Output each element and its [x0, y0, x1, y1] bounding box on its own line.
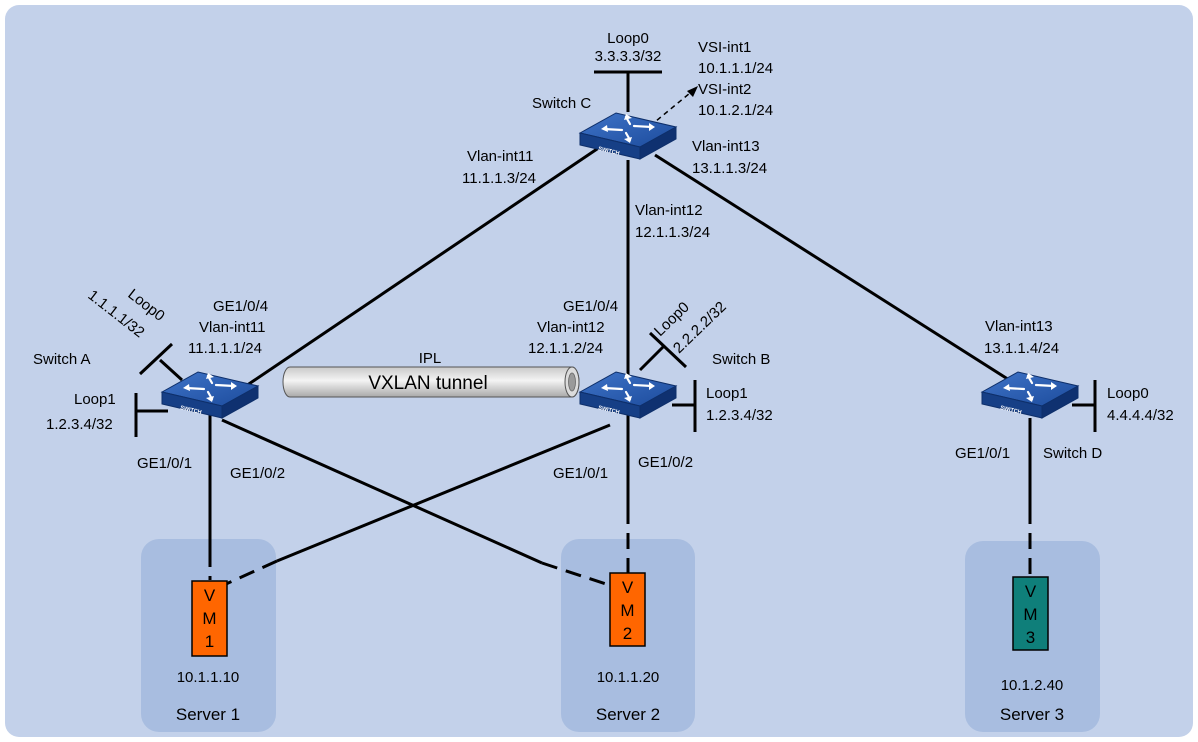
server-2-name: Server 2: [596, 705, 660, 724]
switch-d-loop0-ip: 4.4.4.4/32: [1107, 407, 1174, 424]
switch-b-loop1-ip: 1.2.3.4/32: [706, 407, 773, 424]
switch-b-ge1: GE1/0/1: [553, 465, 608, 482]
vxlan-tunnel: [282, 366, 580, 398]
switch-a-name: Switch A: [33, 351, 91, 368]
vm-2-box: [609, 572, 646, 647]
switch-d-vlan13-ip: 13.1.1.4/24: [984, 340, 1059, 357]
switch-a-ge4: GE1/0/4: [213, 298, 268, 315]
link-c-d: [654, 153, 1026, 392]
vm-1-number: 1: [205, 632, 214, 651]
loop0-a-bar: [138, 342, 174, 376]
switch-d-loop0-name: Loop0: [1107, 385, 1149, 402]
switch-c-vsi1-ip: 10.1.1.1/24: [698, 60, 773, 77]
switch-c-vlan12-name: Vlan-int12: [635, 202, 703, 219]
switch-c-vlan13-name: Vlan-int13: [692, 138, 760, 155]
vsi-arrow-head: [687, 86, 698, 97]
server-3-name: Server 3: [1000, 705, 1064, 724]
server-2-ip: 10.1.1.20: [597, 669, 660, 686]
switch-b-ge2: GE1/0/2: [638, 454, 693, 471]
vm-1-letter-m: M: [202, 609, 216, 628]
switch-c-vlan13-ip: 13.1.1.3/24: [692, 160, 767, 177]
switch-b-vlan12-ip: 12.1.1.2/24: [528, 340, 603, 357]
switch-b-name: Switch B: [712, 351, 770, 368]
switch-c-name: Switch C: [532, 95, 591, 112]
switch-b-loop1-name: Loop1: [706, 385, 748, 402]
switch-c-loop0-ip: 3.3.3.3/32: [595, 48, 662, 65]
vm-3-letter-m: M: [1023, 605, 1037, 624]
ipl-label: IPL: [419, 350, 442, 367]
switch-b-ge4: GE1/0/4: [563, 298, 618, 315]
switch-c-vsi1-name: VSI-int1: [698, 39, 751, 56]
vm-links: [208, 508, 1032, 588]
links: [208, 145, 1032, 565]
vm-1-box: [191, 580, 228, 657]
switch-d-name: Switch D: [1043, 445, 1102, 462]
vm-3-letter-v: V: [1025, 582, 1037, 601]
vm-3-box: [1012, 576, 1049, 651]
link-a-c: [236, 145, 601, 394]
vxlan-tunnel-label: VXLAN tunnel: [368, 373, 487, 394]
switch-d-ge1: GE1/0/1: [955, 445, 1010, 462]
loop0-b-bar: [648, 331, 688, 369]
vm-2-number: 2: [623, 624, 632, 643]
background-panel: [5, 5, 1193, 737]
switch-a-ge2: GE1/0/2: [230, 465, 285, 482]
switch-a-ge1: GE1/0/1: [137, 455, 192, 472]
link-vm2-dash: [541, 561, 613, 588]
vm-3-number: 3: [1026, 628, 1035, 647]
switch-c-vlan12-ip: 12.1.1.3/24: [635, 224, 710, 241]
switch-a-loop1-ip: 1.2.3.4/32: [46, 416, 113, 433]
switch-a-vlan11-ip: 11.1.1.1/24: [188, 340, 262, 357]
link-vm1-dash: [225, 559, 278, 586]
vm-1-letter-v: V: [204, 586, 216, 605]
switch-a-loop1-name: Loop1: [74, 391, 116, 408]
switch-b-vlan12-name: Vlan-int12: [537, 319, 605, 336]
vm-2-letter-v: V: [622, 578, 634, 597]
loop0-b-stem: [638, 344, 666, 372]
switch-c-vsi2-ip: 10.1.2.1/24: [698, 102, 773, 119]
switch-c-vlan11-name: Vlan-int11: [467, 148, 533, 165]
switch-d-vlan13-name: Vlan-int13: [985, 318, 1053, 335]
link-a-vm2: [221, 418, 543, 565]
link-b-vm1: [276, 423, 611, 563]
switch-c-vsi2-name: VSI-int2: [698, 81, 751, 98]
server-1-name: Server 1: [176, 705, 240, 724]
loop0-a-stem: [158, 358, 184, 382]
server-3-ip: 10.1.2.40: [1001, 677, 1064, 694]
vm-2-letter-m: M: [620, 601, 634, 620]
switch-c-loop0-name: Loop0: [607, 30, 649, 47]
switch-a-vlan11-name: Vlan-int11: [199, 319, 265, 336]
switch-c-vlan11-ip: 11.1.1.3/24: [462, 170, 536, 187]
server-1-ip: 10.1.1.10: [177, 669, 240, 686]
